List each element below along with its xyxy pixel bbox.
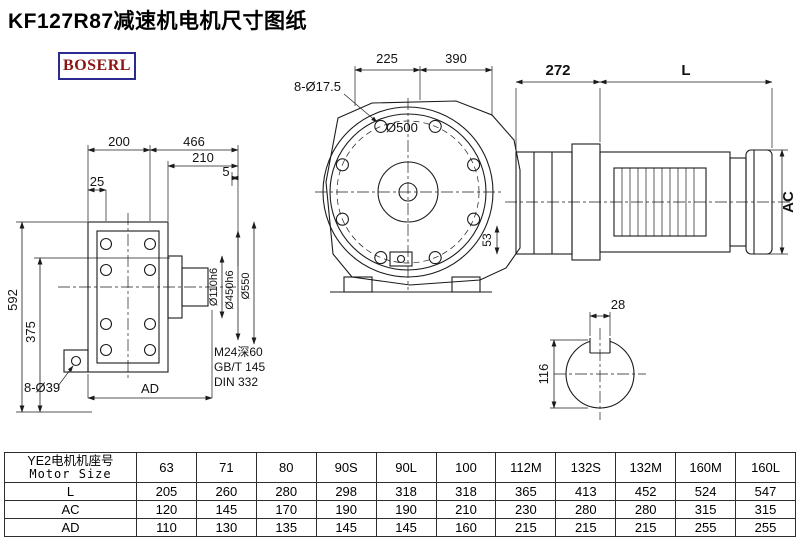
shaft-section: 28 116 (536, 297, 646, 420)
table-cell: 318 (375, 482, 437, 501)
table-header-row: YE2电机机座号 Motor Size 63 71 80 90S 90L 100… (4, 452, 796, 483)
front-view (58, 213, 236, 381)
table-cell: 160 (435, 518, 497, 537)
dim-200-label: 200 (108, 134, 130, 149)
dim-592-label: 592 (5, 289, 20, 311)
size-col-header: 132S (555, 452, 617, 483)
motor-size-label-en: Motor Size (29, 467, 112, 481)
dim-5-label: 5 (222, 164, 229, 179)
dia-550-label: Ø550 (240, 273, 252, 300)
table-cell: 215 (615, 518, 677, 537)
table-row-AC: AC 120 145 170 190 190 210 230 280 280 3… (4, 500, 796, 519)
table-cell: 280 (555, 500, 617, 519)
table-cell: 280 (255, 482, 317, 501)
table-cell: 255 (735, 518, 796, 537)
table-cell: 145 (315, 518, 377, 537)
size-col-header: 90S (315, 452, 377, 483)
dim-272-label: 272 (545, 62, 570, 79)
motor (505, 143, 790, 261)
dia-110-label: Ø110h6 (208, 268, 220, 306)
table-cell: 315 (675, 500, 737, 519)
page-title: KF127R87减速机电机尺寸图纸 (8, 10, 308, 33)
size-col-header: 112M (495, 452, 557, 483)
dim-53-label: 53 (480, 233, 494, 247)
table-cell: 413 (555, 482, 617, 501)
note-m24: M24深60 (214, 345, 263, 359)
table-row-AD: AD 110 130 135 145 145 160 215 215 215 2… (4, 518, 796, 537)
table-corner-cell: YE2电机机座号 Motor Size (4, 452, 137, 483)
dim-AC-label: AC (780, 191, 797, 213)
holes-8-39-label: 8-Ø39 (24, 380, 60, 395)
table-cell: 120 (136, 500, 197, 519)
dia-450-label: Ø450h6 (224, 270, 236, 309)
dimension-table: YE2电机机座号 Motor Size 63 71 80 90S 90L 100… (4, 452, 796, 537)
table-cell: 215 (495, 518, 557, 537)
size-col-header: 100 (435, 452, 497, 483)
table-cell: 524 (675, 482, 737, 501)
dia-500-label: Ø500 (386, 120, 418, 135)
size-col-header: 160M (675, 452, 737, 483)
table-cell: 255 (675, 518, 737, 537)
technical-drawing: 200 466 210 5 25 592 375 8-Ø39 AD Ø110 (5, 51, 797, 420)
table-cell: 215 (555, 518, 617, 537)
dim-28-label: 28 (611, 297, 625, 312)
table-cell: 452 (615, 482, 677, 501)
dim-ad-label: AD (141, 381, 159, 396)
dim-466-label: 466 (183, 134, 205, 149)
size-col-header: 132M (615, 452, 677, 483)
table-cell: 145 (195, 500, 257, 519)
table-cell: 205 (136, 482, 197, 501)
size-col-header: 80 (255, 452, 317, 483)
dim-225-label: 225 (376, 51, 398, 66)
table-cell: 135 (255, 518, 317, 537)
note-gbt145: GB/T 145 (214, 360, 265, 374)
row-label: AC (4, 500, 137, 519)
table-cell: 298 (315, 482, 377, 501)
size-col-header: 90L (375, 452, 437, 483)
row-label: L (4, 482, 137, 501)
table-cell: 170 (255, 500, 317, 519)
dim-116-label: 116 (536, 364, 551, 385)
table-cell: 365 (495, 482, 557, 501)
size-col-header: 63 (136, 452, 197, 483)
dim-390-label: 390 (445, 51, 467, 66)
holes-8-17-label: 8-Ø17.5 (294, 79, 341, 94)
side-view (315, 98, 521, 293)
dim-210-label: 210 (192, 150, 214, 165)
dim-25-label: 25 (90, 174, 104, 189)
front-view-dimensions: 200 466 210 5 25 592 375 8-Ø39 AD Ø110 (5, 134, 265, 413)
table-cell: 280 (615, 500, 677, 519)
table-cell: 210 (435, 500, 497, 519)
brand-logo: BOSERL (58, 52, 136, 80)
table-cell: 230 (495, 500, 557, 519)
table-cell: 130 (195, 518, 257, 537)
table-cell: 190 (375, 500, 437, 519)
table-cell: 547 (735, 482, 796, 501)
table-row-L: L 205 260 280 298 318 318 365 413 452 52… (4, 482, 796, 501)
table-cell: 190 (315, 500, 377, 519)
row-label: AD (4, 518, 137, 537)
table-cell: 318 (435, 482, 497, 501)
table-cell: 315 (735, 500, 796, 519)
size-col-header: 71 (195, 452, 257, 483)
table-cell: 145 (375, 518, 437, 537)
dim-L-label: L (681, 62, 690, 79)
note-din332: DIN 332 (214, 375, 258, 389)
dim-375-label: 375 (23, 321, 38, 343)
table-cell: 110 (136, 518, 197, 537)
side-view-dimensions: 225 390 272 L 8-Ø17.5 Ø500 53 AC (294, 51, 797, 255)
size-col-header: 160L (735, 452, 796, 483)
table-cell: 260 (195, 482, 257, 501)
motor-size-label-cn: YE2电机机座号 (27, 454, 114, 468)
